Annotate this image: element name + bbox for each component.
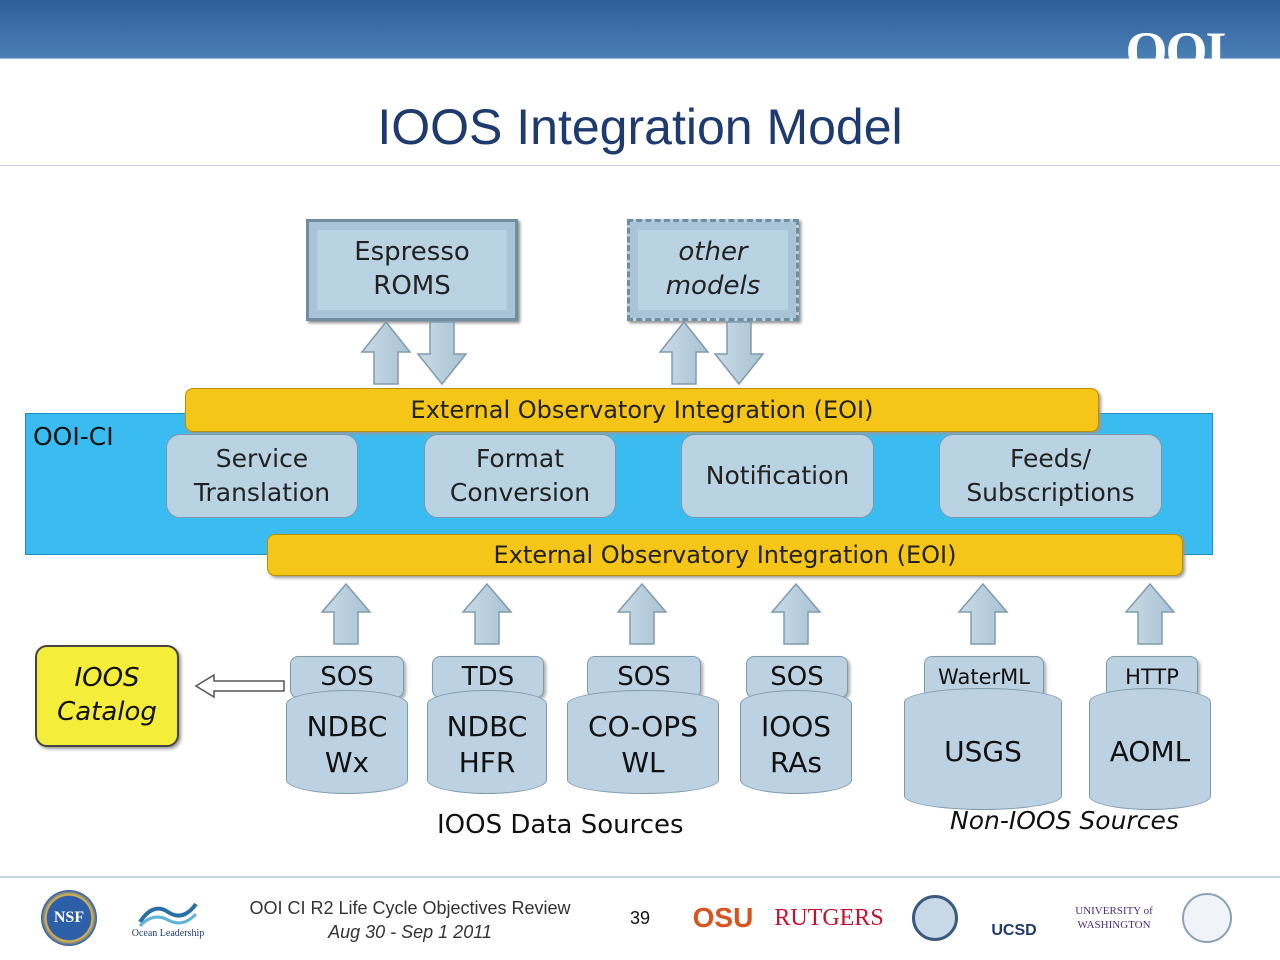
- whoi-logo: [1182, 890, 1232, 946]
- model-label: other: [678, 237, 748, 268]
- eoi-bottom-label: External Observatory Integration (EOI): [493, 541, 957, 569]
- model-label: Espresso: [354, 237, 470, 268]
- model-label: models: [665, 271, 761, 301]
- ooi-logo: OOI: [1125, 21, 1226, 81]
- down-arrow-icon: [416, 321, 468, 386]
- left-arrow-icon: [194, 673, 285, 699]
- footer-review-dates: Aug 30 - Sep 1 2011: [328, 922, 492, 942]
- footer-divider: [0, 876, 1280, 878]
- up-arrow-icon: [957, 582, 1009, 645]
- up-arrow-icon: [658, 320, 710, 385]
- nsf-logo: NSF: [38, 890, 100, 946]
- up-arrow-icon: [770, 582, 822, 645]
- up-arrow-icon: [1124, 582, 1176, 645]
- feeds-subscriptions-box: Feeds/Subscriptions: [939, 434, 1162, 518]
- ucsd-logo: UCSD: [991, 922, 1037, 939]
- up-arrow-icon: [616, 582, 668, 645]
- data-source-cylinder: AOML: [1089, 688, 1211, 810]
- page-number: 39: [630, 908, 651, 928]
- notification-box: Notification: [681, 434, 874, 518]
- eoi-top-bar: External Observatory Integration (EOI): [185, 388, 1099, 432]
- seal-icon: [912, 895, 958, 941]
- ioos-sources-label: IOOS Data Sources: [437, 810, 684, 840]
- footer-review-title: OOI CI R2 Life Cycle Objectives Review: [249, 898, 571, 918]
- up-arrow-icon: [360, 320, 412, 385]
- rutgers-logo: RUTGERS: [774, 904, 884, 931]
- non-ioos-sources-label: Non-IOOS Sources: [950, 806, 1179, 835]
- slide-title: IOOS Integration Model: [377, 99, 903, 155]
- seal-logo: [912, 890, 958, 946]
- up-arrow-icon: [461, 582, 513, 645]
- eoi-bottom-bar: External Observatory Integration (EOI): [267, 534, 1183, 576]
- up-arrow-icon: [320, 582, 372, 645]
- data-source-cylinder: USGS: [904, 688, 1062, 810]
- eoi-top-label: External Observatory Integration (EOI): [410, 396, 874, 424]
- ooici-label: OOI-CI: [33, 422, 114, 451]
- uw-logo: UNIVERSITY of WASHINGTON: [1075, 904, 1153, 931]
- down-arrow-icon: [713, 321, 765, 386]
- wave-icon: [138, 902, 198, 927]
- osu-logo: OSU: [692, 902, 754, 933]
- model-label: ROMS: [373, 271, 451, 301]
- header-band: [0, 0, 1280, 165]
- title-divider: [0, 165, 1280, 166]
- ocean-leadership-logo: Ocean Leadership: [128, 890, 208, 946]
- seal-icon: [1182, 893, 1232, 943]
